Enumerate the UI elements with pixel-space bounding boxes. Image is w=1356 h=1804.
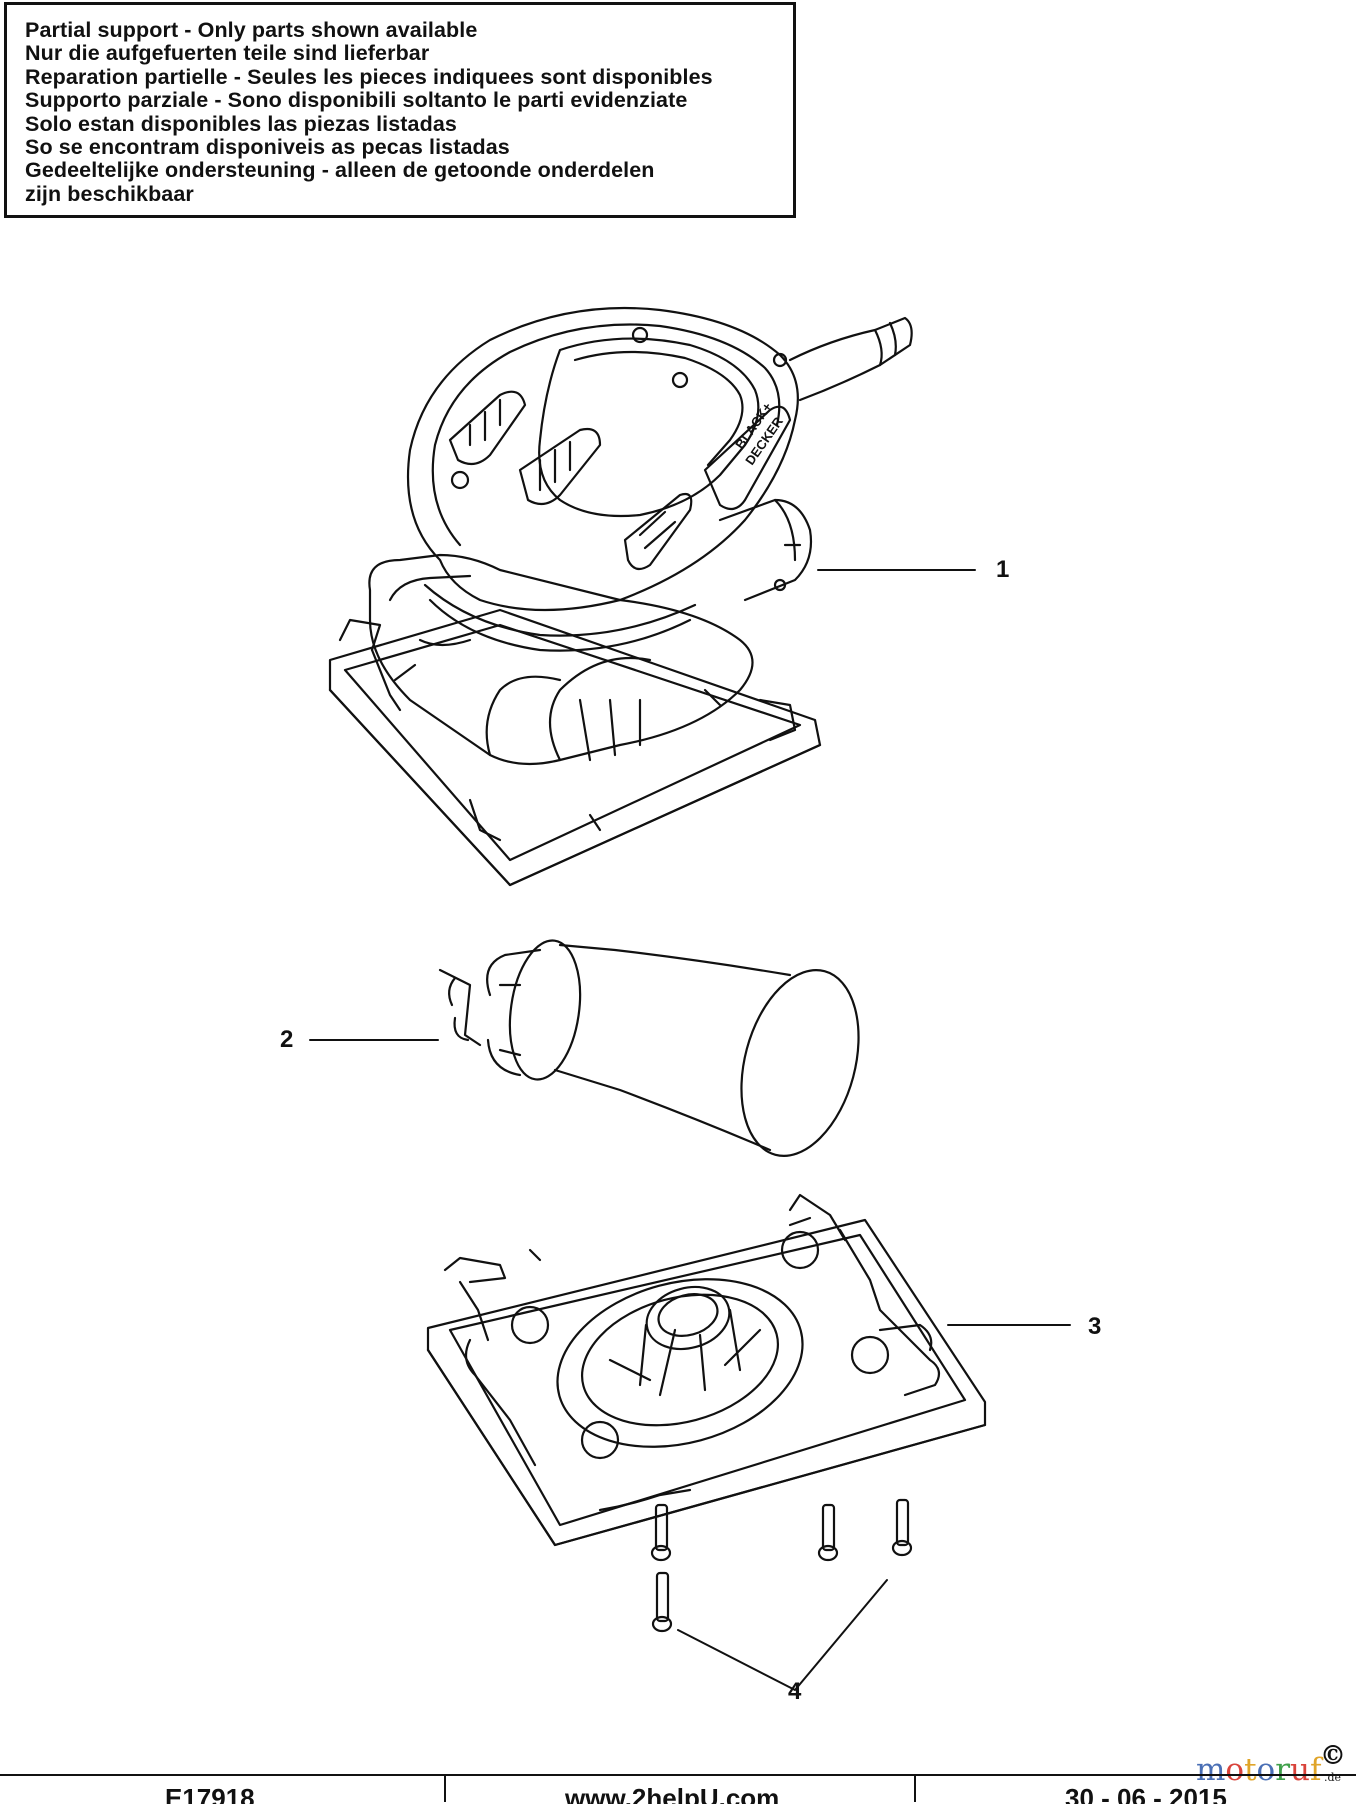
brand-letter: o xyxy=(1225,1752,1245,1788)
callout-4: 4 xyxy=(788,1678,802,1705)
screw xyxy=(651,1571,673,1633)
footer-divider xyxy=(914,1776,916,1802)
footer-bar: E17918 www.2helpU.com 30 - 06 - 2015 xyxy=(0,1774,1356,1804)
footer-model: E17918 xyxy=(165,1783,255,1804)
notice-line: zijn beschikbaar xyxy=(25,181,194,206)
brand-letter: r xyxy=(1275,1752,1291,1788)
notice-line: Reparation partielle - Seules les pieces… xyxy=(25,64,713,89)
notice-line: Supporto parziale - Sono disponibili sol… xyxy=(25,88,688,113)
notice-line: Solo estan disponibles las piezas listad… xyxy=(25,111,457,136)
copyright-symbol: © xyxy=(1320,1741,1346,1771)
base-plate-drawing xyxy=(426,1193,987,1547)
brand-letter: u xyxy=(1290,1752,1311,1788)
screw xyxy=(817,1503,839,1562)
screw xyxy=(891,1498,913,1557)
leader-lines xyxy=(309,569,1071,1691)
partial-support-notice: Partial support - Only parts shown avail… xyxy=(4,2,796,218)
brand-watermark: motoruf xyxy=(1196,1752,1322,1788)
notice-line: Gedeeltelijke ondersteuning - alleen de … xyxy=(25,158,655,183)
brand-letter: f xyxy=(1310,1752,1322,1788)
screws-drawing xyxy=(650,1498,913,1633)
sander-body-drawing: BLACK+ DECKER xyxy=(328,306,913,887)
screw xyxy=(650,1503,672,1562)
brand-letter: m xyxy=(1196,1752,1226,1788)
notice-line: Partial support - Only parts shown avail… xyxy=(25,18,478,42)
notice-line: So se encontram disponiveis as pecas lis… xyxy=(25,135,510,160)
notice-line: Nur die aufgefuerten teile sind lieferba… xyxy=(25,41,430,66)
brand-letter: o xyxy=(1256,1752,1276,1788)
brand-letter: t xyxy=(1244,1752,1257,1788)
footer-divider xyxy=(444,1776,446,1802)
footer-date: 30 - 06 - 2015 xyxy=(1065,1783,1227,1804)
dust-canister-drawing xyxy=(438,939,860,1157)
callout-2: 2 xyxy=(280,1026,294,1053)
callout-3: 3 xyxy=(1088,1313,1102,1340)
callout-1: 1 xyxy=(996,556,1010,583)
footer-website: www.2helpU.com xyxy=(565,1783,780,1804)
leader-line-4 xyxy=(677,1579,888,1691)
